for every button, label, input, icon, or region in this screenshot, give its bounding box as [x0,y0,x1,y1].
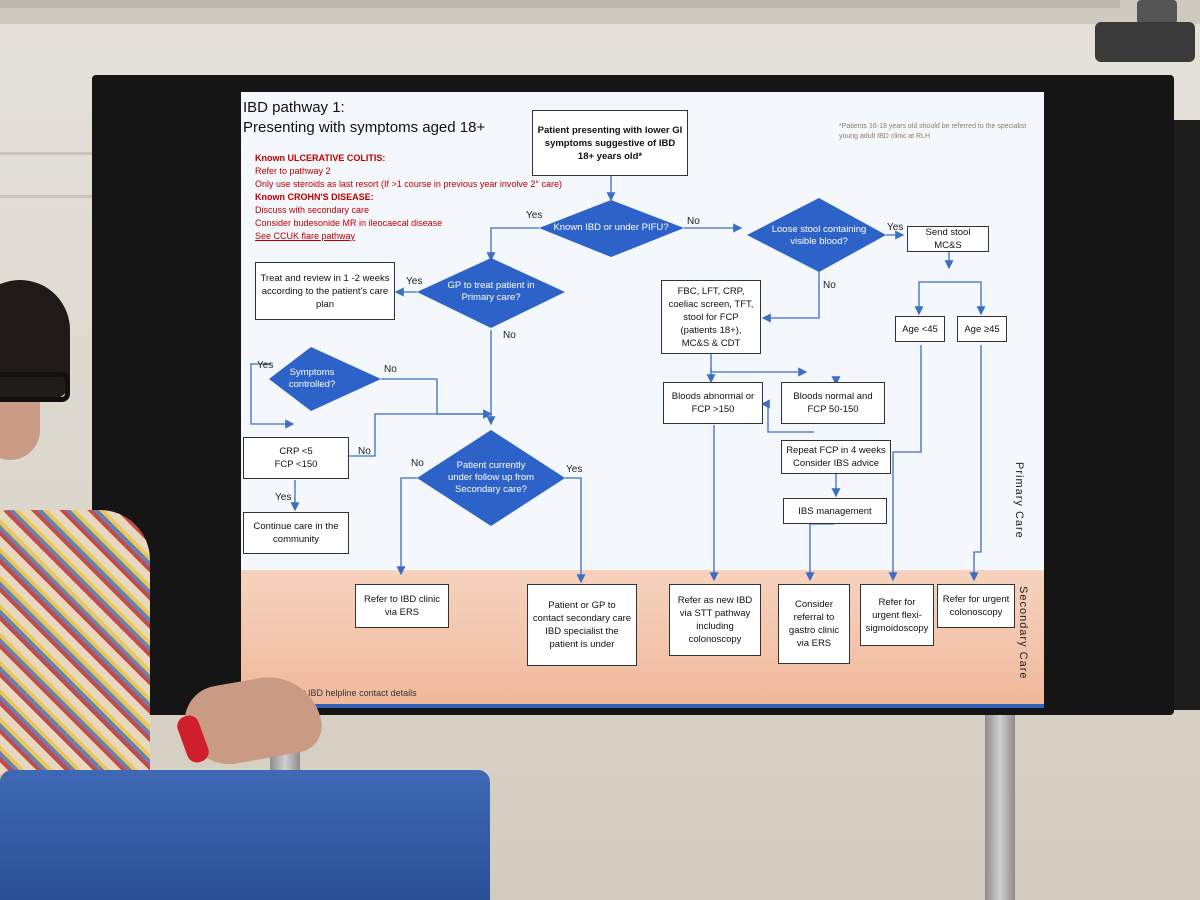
node-refer-flexi: Refer for urgent flexi-sigmoidoscopy [860,584,934,646]
label-no-gp-treat: No [503,330,516,341]
node-start: Patient presenting with lower GI symptom… [532,110,688,176]
slide-title-line2: Presenting with symptoms aged 18+ [243,119,486,136]
node-treat-review: Treat and review in 1 -2 weeks according… [255,262,395,320]
node-refer-new-ibd: Refer as new IBD via STT pathway includi… [669,584,761,656]
cd-heading: Known CROHN'S DISEASE: [255,192,374,202]
node-age-ge45: Age ≥45 [957,316,1007,342]
decision-known-ibd: Known IBD or under PIFU? [553,222,669,233]
label-yes-loose-stool: Yes [887,222,904,233]
label-yes-followup: Yes [566,464,583,475]
node-refer-gastro: Consider referral to gastro clinic via E… [778,584,850,664]
label-yes-gp-treat: Yes [406,276,423,287]
slide-title-line1: IBD pathway 1: [243,99,345,116]
slide: IBD pathway 1: Presenting with symptoms … [241,92,1044,708]
node-bloods-normal: Bloods normal and FCP 50-150 [781,382,885,424]
presenter-glasses [0,372,70,402]
cd-line2: Consider budesonide MR in ileocaecal dis… [255,218,443,228]
decision-gp-treat: GP to treat patient in Primary care? [447,280,535,303]
projector-body [1095,22,1195,62]
slide-bottom-line [241,704,1044,708]
label-no-followup: No [411,458,424,469]
label-no-symptoms: No [384,364,397,375]
ceiling-rail [0,0,1120,8]
decision-under-followup: Patient currently under follow up from S… [447,460,535,495]
node-bloods-abnormal: Bloods abnormal or FCP >150 [663,382,763,424]
node-refer-ibd-clinic: Refer to IBD clinic via ERS [355,584,449,628]
decision-loose-stool: Loose stool containing visible blood? [771,224,867,247]
wall-trim [0,152,92,198]
flow-connectors [250,176,986,584]
node-age-lt45: Age <45 [895,316,945,342]
stand-right [985,700,1015,900]
node-fbc: FBC, LFT, CRP, coeliac screen, TFT, stoo… [661,280,761,354]
ccuk-flare-link[interactable]: See CCUK flare pathway [255,231,356,241]
node-continue-care: Continue care in the community [243,512,349,554]
label-yes-crp: Yes [275,492,292,503]
side-label-secondary-care: Secondary Care [1017,586,1029,680]
node-send-stool: Send stool MC&S [907,226,989,252]
age-footnote: *Patients 16-18 years old should be refe… [839,123,1027,140]
node-refer-colonoscopy: Refer for urgent colonoscopy [937,584,1015,628]
projector [1095,0,1195,80]
projector-lens [1137,0,1177,24]
node-crp: CRP <5 FCP <150 [243,437,349,479]
side-label-primary-care: Primary Care [1013,462,1025,539]
label-no-known-ibd: No [687,216,700,227]
decision-symptoms-controlled: Symptoms controlled? [288,367,336,390]
slide-footer: See ... relevant IBD helpline contact de… [245,688,417,698]
presenter-hair [0,280,70,400]
label-no-crp: No [358,446,371,457]
presenter [0,280,150,810]
label-no-loose-stool: No [823,280,836,291]
cd-line1: Discuss with secondary care [255,205,370,215]
node-ibs-management: IBS management [783,498,887,524]
lectern [0,770,490,900]
label-yes-symptoms: Yes [257,360,274,371]
uc-heading: Known ULCERATIVE COLITIS: [255,153,386,163]
uc-line2: Only use steroids as last resort (If >1 … [255,179,562,189]
uc-line1: Refer to pathway 2 [255,166,331,176]
label-yes-known-ibd: Yes [526,210,543,221]
node-repeat-fcp: Repeat FCP in 4 weeks Consider IBS advic… [781,440,891,474]
presenter-shirt [0,510,150,810]
node-contact-secondary: Patient or GP to contact secondary care … [527,584,637,666]
